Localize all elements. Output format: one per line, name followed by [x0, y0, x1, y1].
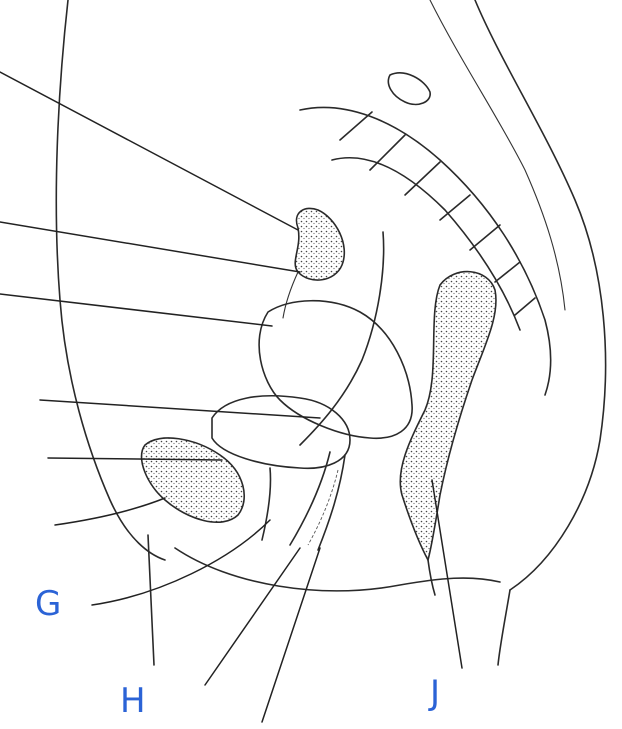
- uterus: [259, 301, 412, 439]
- leader-line-3: [0, 294, 272, 326]
- leader-line-2: [0, 222, 300, 272]
- leader-line-h2: [262, 548, 320, 722]
- leader-line-h: [205, 548, 300, 685]
- leader-line-j: [432, 480, 462, 668]
- label-g: G: [35, 584, 61, 624]
- anal-canal: [428, 560, 435, 595]
- leader-line-1: [0, 72, 298, 230]
- perineum-floor: [175, 548, 500, 591]
- label-j: J: [428, 673, 440, 713]
- right-thigh-line: [498, 590, 510, 665]
- ovary-ligament: [283, 272, 298, 318]
- leader-line-6: [55, 498, 165, 525]
- label-h: H: [120, 681, 146, 721]
- ovary: [295, 208, 344, 280]
- pubic-bone: [142, 438, 245, 522]
- rectum: [400, 272, 496, 560]
- urethra: [262, 468, 271, 540]
- leader-line-4: [40, 400, 320, 418]
- leader-line-g: [92, 520, 270, 605]
- vaginal-canal: [290, 452, 345, 550]
